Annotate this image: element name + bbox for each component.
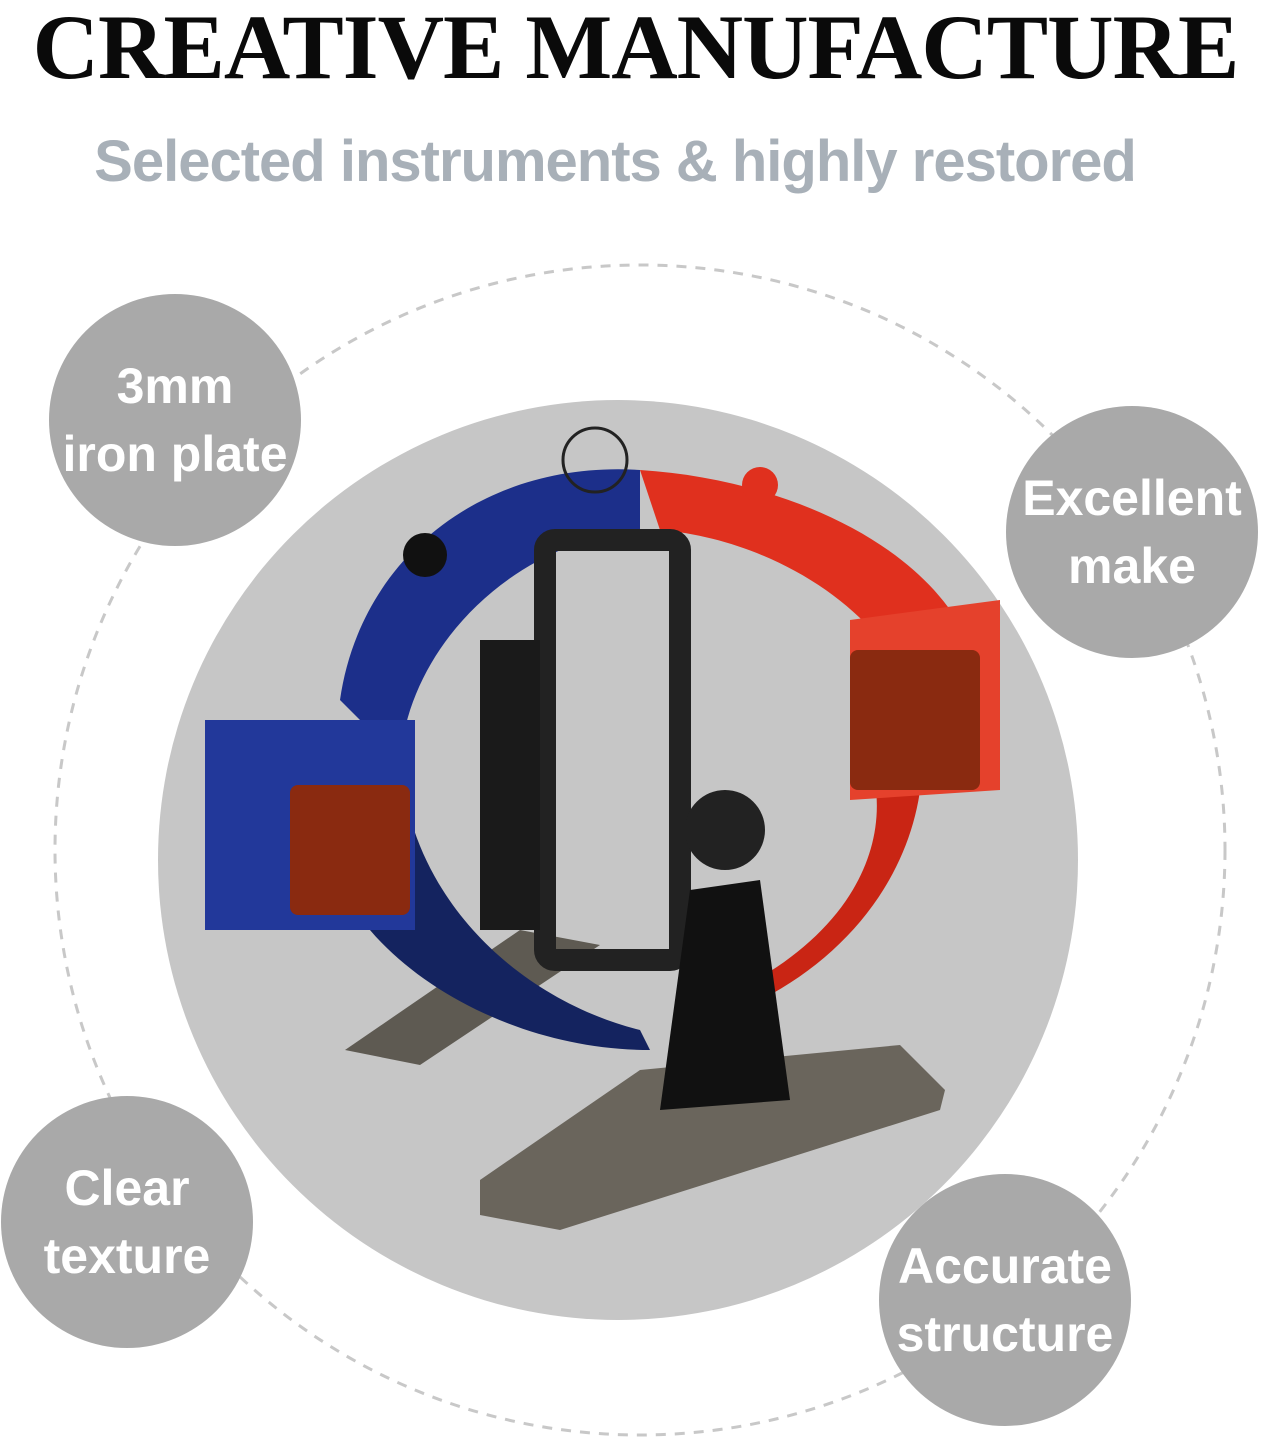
feature-badge-iron-plate: 3mm iron plate xyxy=(49,294,301,546)
feature-badge-excellent-make: Excellent make xyxy=(1006,406,1258,658)
feature-line: 3mm xyxy=(116,358,234,414)
feature-line: Excellent xyxy=(1022,470,1242,526)
feature-line: texture xyxy=(43,1228,211,1284)
page-title: CREATIVE MANUFACTURE xyxy=(32,0,1240,98)
feature-line: structure xyxy=(896,1306,1114,1362)
feature-line: Clear xyxy=(64,1160,190,1216)
armature-frame xyxy=(534,529,691,971)
page-subtitle: Selected instruments & highly restored xyxy=(94,129,1137,194)
feature-line: make xyxy=(1068,538,1196,594)
bearing-stand-right xyxy=(660,880,790,1110)
black-terminal xyxy=(403,533,447,577)
red-terminal xyxy=(742,467,778,503)
feature-badge-clear-texture: Clear texture xyxy=(1,1096,253,1348)
top-ring xyxy=(561,426,629,494)
blue-coil xyxy=(290,785,410,915)
feature-badge-accurate-structure: Accurate structure xyxy=(879,1174,1131,1426)
shaft-hub xyxy=(685,790,765,870)
generator-model xyxy=(205,426,1000,1230)
dashed-outline-circle xyxy=(53,263,1227,1437)
bearing-stand-left xyxy=(480,640,540,930)
red-coil xyxy=(850,650,980,790)
feature-line: Accurate xyxy=(898,1238,1112,1294)
feature-line: iron plate xyxy=(62,426,288,482)
base-foot-right xyxy=(480,1045,945,1230)
